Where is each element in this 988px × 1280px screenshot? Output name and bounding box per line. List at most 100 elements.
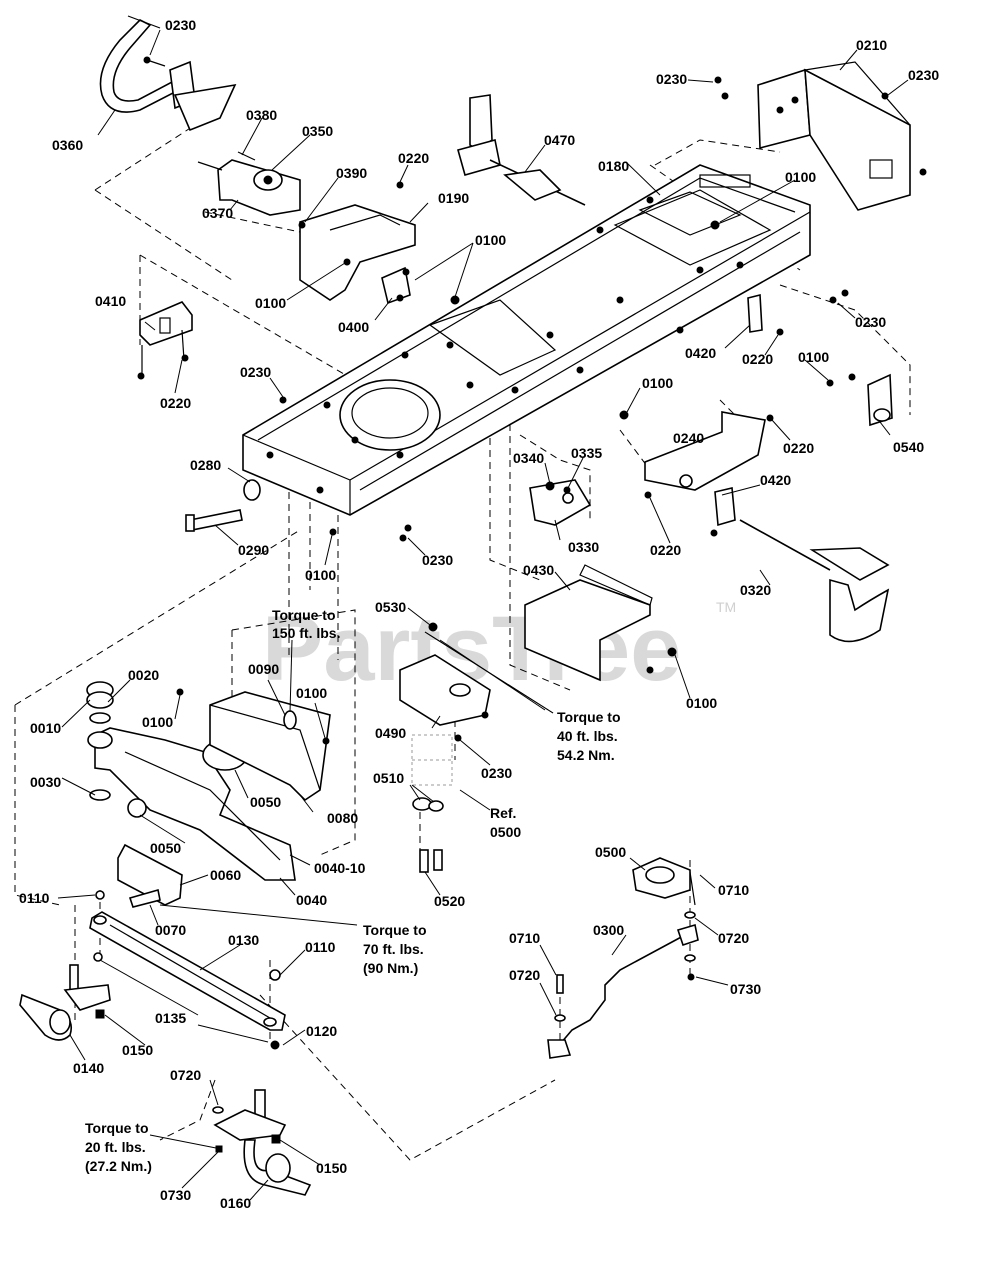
label-0720: 0720 xyxy=(718,930,749,946)
label-0110: 0110 xyxy=(19,890,50,906)
label-0070: 0070 xyxy=(155,922,186,938)
label-0430: 0430 xyxy=(523,562,554,578)
label-0335: 0335 xyxy=(571,445,602,461)
label-0490: 0490 xyxy=(375,725,406,741)
label-0710: 0710 xyxy=(718,882,749,898)
note-torque-150-line2: 150 ft. lbs. xyxy=(272,625,340,641)
hardware xyxy=(93,56,927,1153)
label-0340: 0340 xyxy=(513,450,544,466)
note-torque-150-line1: Torque to xyxy=(272,607,336,623)
spindle-0140 xyxy=(19,964,111,1041)
watermark-tm: TM xyxy=(716,599,736,615)
label-0420: 0420 xyxy=(760,472,791,488)
label-0090: 0090 xyxy=(248,661,279,677)
leader-lines xyxy=(57,29,909,1201)
plate-0210 xyxy=(757,61,911,211)
label-0050: 0050 xyxy=(150,840,181,856)
label-0730: 0730 xyxy=(160,1187,191,1203)
tie-rod-0130 xyxy=(89,911,286,1031)
label-0100: 0100 xyxy=(142,714,173,730)
note-torque-70-line3: (90 Nm.) xyxy=(363,960,418,976)
label-0540: 0540 xyxy=(893,439,924,455)
label-0710: 0710 xyxy=(509,930,540,946)
label-0210: 0210 xyxy=(856,37,887,53)
bolt-0290 xyxy=(185,479,261,532)
label-0010: 0010 xyxy=(30,720,61,736)
label-0100: 0100 xyxy=(785,169,816,185)
bracket-0330 xyxy=(529,479,592,526)
note-torque-40-line3: 54.2 Nm. xyxy=(557,747,615,763)
label-0730: 0730 xyxy=(730,981,761,997)
label-0180: 0180 xyxy=(598,158,629,174)
bracket-0430 xyxy=(524,564,653,682)
label-0220: 0220 xyxy=(650,542,681,558)
lift-handle xyxy=(99,15,237,132)
label-0300: 0300 xyxy=(593,922,624,938)
label-0120: 0120 xyxy=(306,1023,337,1039)
bracket-0500 xyxy=(632,857,696,906)
note-torque-40-line2: 40 ft. lbs. xyxy=(557,728,618,744)
label-0500: 0500 xyxy=(595,844,626,860)
label-0130: 0130 xyxy=(228,932,259,948)
label-0030: 0030 xyxy=(30,774,61,790)
label-0230: 0230 xyxy=(481,765,512,781)
label-0110: 0110 xyxy=(305,939,336,955)
label-0100: 0100 xyxy=(686,695,717,711)
label-0230: 0230 xyxy=(908,67,939,83)
label-0240: 0240 xyxy=(673,430,704,446)
note-torque-20-line1: Torque to xyxy=(85,1120,149,1136)
label-0400: 0400 xyxy=(338,319,369,335)
label-0100: 0100 xyxy=(475,232,506,248)
note-ref-0500-line1: Ref. xyxy=(490,805,516,821)
pedal-0320 xyxy=(714,487,890,643)
main-frame xyxy=(242,164,811,516)
part-labels: 0230 0360 0380 0350 0370 0220 0390 0190 … xyxy=(19,17,939,1211)
label-0420: 0420 xyxy=(685,345,716,361)
label-0190: 0190 xyxy=(438,190,469,206)
label-0040-10: 0040-10 xyxy=(314,860,366,876)
label-0720: 0720 xyxy=(509,967,540,983)
label-0100: 0100 xyxy=(305,567,336,583)
label-0390: 0390 xyxy=(336,165,367,181)
bracket-0370 xyxy=(197,151,301,216)
bracket-0060 xyxy=(117,843,183,908)
label-0100: 0100 xyxy=(255,295,286,311)
label-0230: 0230 xyxy=(656,71,687,87)
label-0720: 0720 xyxy=(170,1067,201,1083)
label-0100: 0100 xyxy=(798,349,829,365)
label-0140: 0140 xyxy=(73,1060,104,1076)
label-0220: 0220 xyxy=(742,351,773,367)
label-0530: 0530 xyxy=(375,599,406,615)
label-0135: 0135 xyxy=(155,1010,186,1026)
bracket-0240 xyxy=(644,411,766,491)
label-0220: 0220 xyxy=(398,150,429,166)
label-0220: 0220 xyxy=(160,395,191,411)
torque-notes: Torque to 150 ft. lbs. Torque to 40 ft. … xyxy=(85,607,621,1174)
label-0370: 0370 xyxy=(202,205,233,221)
label-0360: 0360 xyxy=(52,137,83,153)
spindle-0160 xyxy=(213,1089,312,1196)
bracket-0190 xyxy=(299,204,416,305)
label-0020: 0020 xyxy=(128,667,159,683)
label-0320: 0320 xyxy=(740,582,771,598)
label-0060: 0060 xyxy=(210,867,241,883)
label-0280: 0280 xyxy=(190,457,221,473)
bracket-0410 xyxy=(139,301,193,375)
label-0230: 0230 xyxy=(855,314,886,330)
label-0150: 0150 xyxy=(122,1042,153,1058)
ref-0500-ghost xyxy=(411,734,453,786)
label-0230: 0230 xyxy=(422,552,453,568)
label-0150: 0150 xyxy=(316,1160,347,1176)
shaft-0470 xyxy=(457,94,586,206)
label-0290: 0290 xyxy=(238,542,269,558)
label-0410: 0410 xyxy=(95,293,126,309)
label-0520: 0520 xyxy=(434,893,465,909)
drag-link-0300 xyxy=(547,923,699,1059)
label-0100: 0100 xyxy=(296,685,327,701)
note-torque-20-line3: (27.2 Nm.) xyxy=(85,1158,152,1174)
label-0160: 0160 xyxy=(220,1195,251,1211)
note-torque-20-line2: 20 ft. lbs. xyxy=(85,1139,146,1155)
bracket-0540 xyxy=(747,293,893,427)
label-0220: 0220 xyxy=(783,440,814,456)
